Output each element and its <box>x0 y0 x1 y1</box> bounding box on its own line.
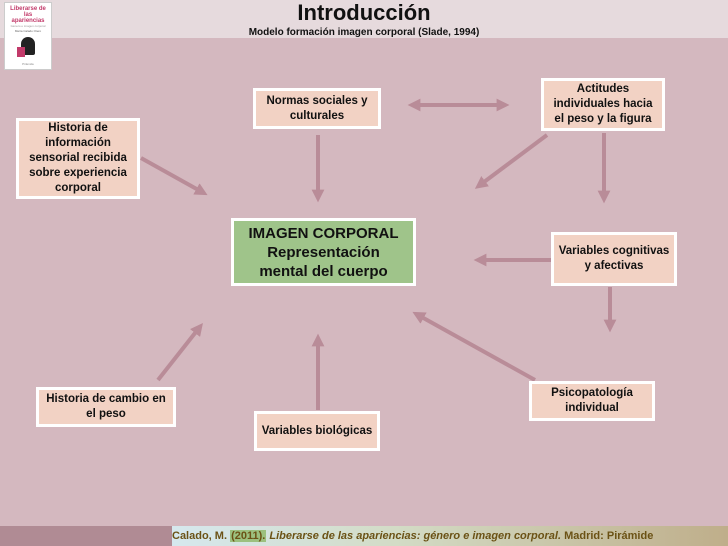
center-line-3: mental del cuerpo <box>259 262 388 280</box>
node-historia-peso: Historia de cambio en el peso <box>36 387 176 427</box>
node-psicopatologia: Psicopatología individual <box>529 381 655 421</box>
node-actitudes: Actitudes individuales hacia el peso y l… <box>541 78 665 131</box>
footer-left-band <box>0 526 172 546</box>
book-cover-title: Liberarse de las apariencias <box>10 6 46 24</box>
page-title: Introducción <box>297 0 431 25</box>
footer-year: (2011). <box>230 530 267 542</box>
node-imagen-corporal: IMAGEN CORPORAL Representación mental de… <box>231 218 416 286</box>
book-cover-illustration <box>5 35 51 59</box>
center-line-1: IMAGEN CORPORAL <box>248 224 399 242</box>
book-cover-author: Marta Calado Otero <box>14 29 42 33</box>
node-historia-sensorial: Historia de información sensorial recibi… <box>16 118 140 199</box>
arrow-actitudes-to-center <box>474 133 549 189</box>
node-variables-biologicas: Variables biológicas <box>254 411 380 451</box>
arrow-historia-peso-to-center <box>156 322 203 382</box>
arrow-historia-to-center <box>140 156 208 196</box>
footer-book-title: Liberarse de las apariencias: género e i… <box>269 530 562 542</box>
node-variables-cognitivas: Variables cognitivas y afectivas <box>551 232 677 286</box>
book-cover-subtitle: Género e imagen corporal <box>10 24 46 28</box>
footer-author: Calado, M. <box>172 530 228 542</box>
header-band <box>0 0 728 38</box>
page-subtitle: Modelo formación imagen corporal (Slade,… <box>248 27 480 38</box>
node-normas-sociales: Normas sociales y culturales <box>253 88 381 129</box>
citation-footer: Calado, M. (2011). Liberarse de las apar… <box>172 526 728 546</box>
footer-publisher: Madrid: Pirámide <box>564 530 654 542</box>
center-line-2: Representación <box>267 243 380 261</box>
book-cover-publisher: Pirámide <box>22 62 34 66</box>
arrow-psicopatologia-to-center <box>412 311 536 382</box>
book-cover-image: Liberarse de las apariencias Género e im… <box>4 2 52 70</box>
